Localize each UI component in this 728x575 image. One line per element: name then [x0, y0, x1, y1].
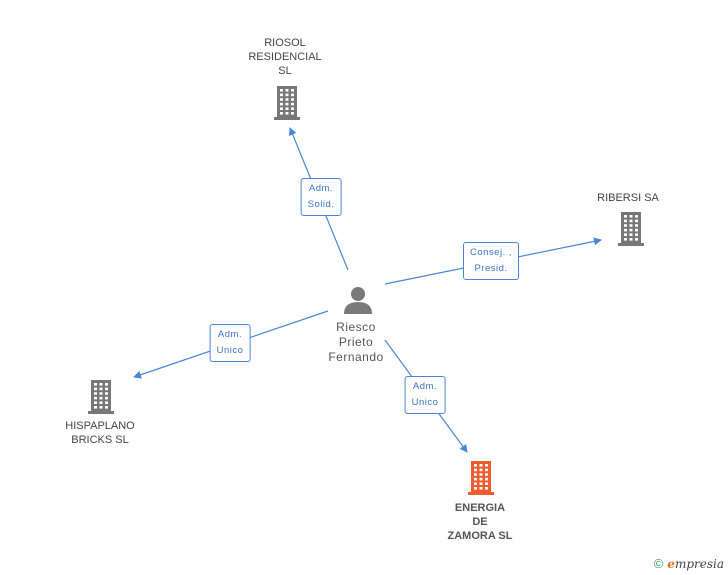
person-icon[interactable]: [344, 287, 372, 314]
copyright-icon: ©: [653, 556, 664, 571]
company-name-ribersi[interactable]: RIBERSI SA: [597, 192, 659, 204]
company-name-hispaplano[interactable]: HISPAPLANO BRICKS SL: [65, 420, 135, 446]
building-icon-energia[interactable]: [468, 461, 494, 495]
building-icon-hispaplano[interactable]: [88, 380, 114, 414]
company-name-energia[interactable]: ENERGIA DE ZAMORA SL: [447, 502, 513, 542]
relation-label-hispaplano: Adm. Unico: [209, 324, 251, 362]
relation-label-riosol: Adm. Solid.: [300, 178, 342, 216]
person-name[interactable]: Riesco Prieto Fernando: [328, 320, 384, 364]
building-icon-ribersi[interactable]: [618, 212, 644, 246]
building-icon-riosol[interactable]: [274, 86, 300, 120]
footer-brand: © empresia: [654, 556, 724, 571]
relation-label-ribersi: Consej. , Presid.: [463, 242, 519, 280]
relation-label-energia: Adm. Unico: [404, 376, 446, 414]
company-name-riosol[interactable]: RIOSOL RESIDENCIAL SL: [248, 37, 322, 77]
empresia-logo: empresia: [667, 556, 724, 571]
